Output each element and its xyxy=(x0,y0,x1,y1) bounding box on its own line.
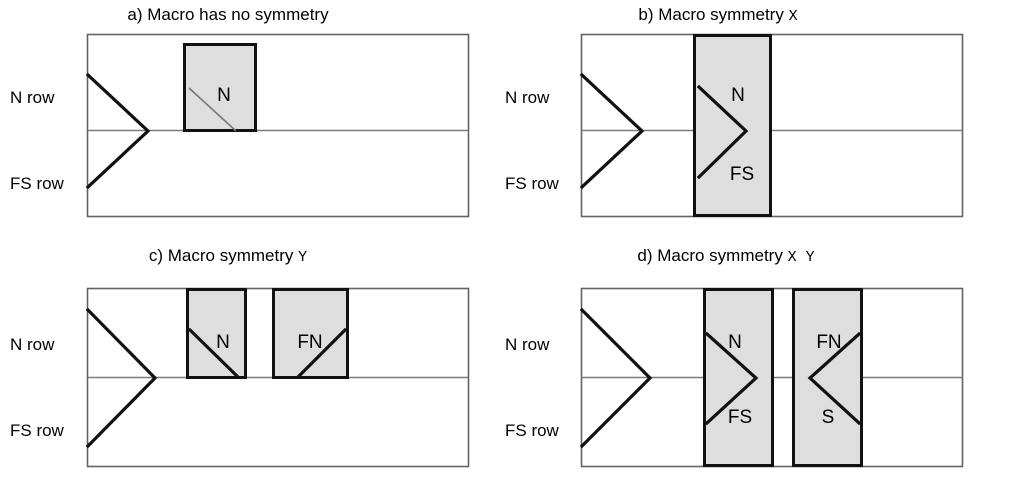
panel-a-external-connector xyxy=(85,72,151,190)
panel-b: b) Macro symmetry X N row FS row N FS xyxy=(505,5,964,218)
panel-c-row-label-bottom: FS row xyxy=(10,421,65,440)
panel-c: c) Macro symmetry Y N row FS row N FN xyxy=(10,246,470,468)
panel-d-macro-left-internal-connector xyxy=(704,331,759,426)
panel-c-macro-box-fn-label: FN xyxy=(297,332,322,353)
panel-b-title-main: b) Macro symmetry xyxy=(638,5,784,24)
panel-a-grid-outline xyxy=(86,33,470,218)
panel-c-macro-box-n-label: N xyxy=(216,332,230,353)
panel-b-macro-label-bottom: FS xyxy=(730,164,754,185)
panel-d-macro-left-label-top: N xyxy=(728,332,742,353)
panel-d: d) Macro symmetry X Y N row FS row N FS … xyxy=(505,246,964,468)
panel-a-row-label-bottom: FS row xyxy=(10,174,65,193)
panel-c-external-connector xyxy=(85,307,158,449)
panel-d-title-main: d) Macro symmetry xyxy=(637,246,783,265)
panel-b-title: b) Macro symmetry X xyxy=(638,5,797,25)
panel-a-title: a) Macro has no symmetry xyxy=(127,5,329,24)
panel-b-macro-box-x[interactable] xyxy=(693,34,772,217)
panel-a-row-label-top: N row xyxy=(10,88,55,107)
panel-c-title-main: c) Macro symmetry xyxy=(149,246,294,265)
panel-c-title-symmetry: Y xyxy=(298,249,307,266)
panel-d-macro-right-internal-connector xyxy=(807,331,862,426)
panel-b-external-connector xyxy=(579,72,645,190)
panel-d-macro-box-xy-right[interactable] xyxy=(792,288,863,467)
panel-c-macro-box-n[interactable] xyxy=(186,288,247,379)
panel-d-macro-right-label-bottom: S xyxy=(822,407,835,428)
panel-b-title-symmetry: X xyxy=(789,8,798,25)
panel-d-macro-left-label-bottom: FS xyxy=(728,407,752,428)
panel-a: a) Macro has no symmetry N row FS row N xyxy=(10,5,470,218)
panel-c-row-label-top: N row xyxy=(10,335,55,354)
panel-d-macro-right-label-top: FN xyxy=(816,332,841,353)
panel-d-external-connector xyxy=(579,307,653,449)
panel-d-macro-box-xy-left[interactable] xyxy=(703,288,774,467)
panel-c-title: c) Macro symmetry Y xyxy=(149,246,307,266)
panel-b-row-label-bottom: FS row xyxy=(505,174,560,193)
panel-b-macro-internal-connector xyxy=(696,84,749,180)
panel-d-title-symmetry: X Y xyxy=(788,249,815,266)
panel-d-row-label-top: N row xyxy=(505,335,550,354)
panel-a-title-main: a) Macro has no symmetry xyxy=(127,5,329,24)
panel-b-macro-label-top: N xyxy=(731,85,745,106)
panel-a-macro-box-n-label: N xyxy=(217,85,231,106)
panel-a-macro-box-n-diagonal xyxy=(188,87,237,132)
panel-d-title: d) Macro symmetry X Y xyxy=(637,246,814,266)
panel-c-macro-box-n-diagonal xyxy=(187,327,241,380)
panel-c-macro-box-fn-diagonal xyxy=(295,327,348,380)
panel-b-row-label-top: N row xyxy=(505,88,550,107)
panel-d-row-label-bottom: FS row xyxy=(505,421,560,440)
